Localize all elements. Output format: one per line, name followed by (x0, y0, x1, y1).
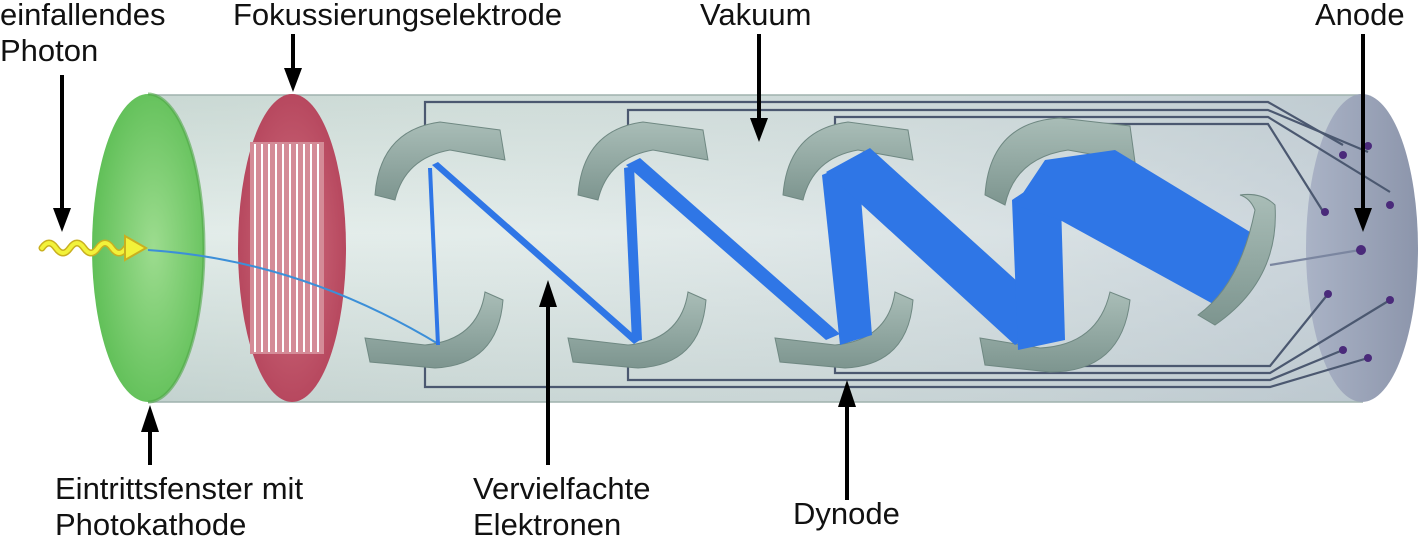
label-window-line2: Photokathode (55, 507, 247, 542)
label-vacuum: Vakuum (700, 0, 812, 32)
dynode-upper-2 (577, 121, 709, 201)
label-dynode: Dynode (793, 496, 900, 531)
label-electrons-line1: Vervielfachte (473, 471, 651, 506)
electron-beam (428, 148, 1255, 350)
label-window-line1: Eintrittsfenster mit (55, 471, 304, 506)
dynode-upper-3 (782, 121, 914, 201)
dynode-upper-1 (374, 121, 506, 201)
photon-icon (38, 234, 149, 262)
photoelectron-path (147, 249, 441, 346)
focusing-electrode (238, 94, 346, 402)
dynode-lower-3 (774, 291, 914, 369)
label-photon-line1: einfallendes (0, 0, 166, 32)
label-photon-line2: Photon (0, 33, 99, 68)
label-electrons-line2: Elektronen (473, 507, 622, 542)
dynode-lower-1 (364, 291, 504, 369)
annotation-arrows (53, 34, 1372, 500)
dynode-lower-2 (567, 291, 707, 369)
anode-plate (1197, 194, 1276, 326)
label-focus-electrode: Fokussierungselektrode (233, 0, 563, 32)
dynode-upper-4 (984, 117, 1136, 206)
focusing-grid (250, 142, 324, 354)
dynode-lower-4 (979, 291, 1131, 373)
anode-pins (1321, 142, 1394, 362)
label-anode: Anode (1315, 0, 1405, 32)
